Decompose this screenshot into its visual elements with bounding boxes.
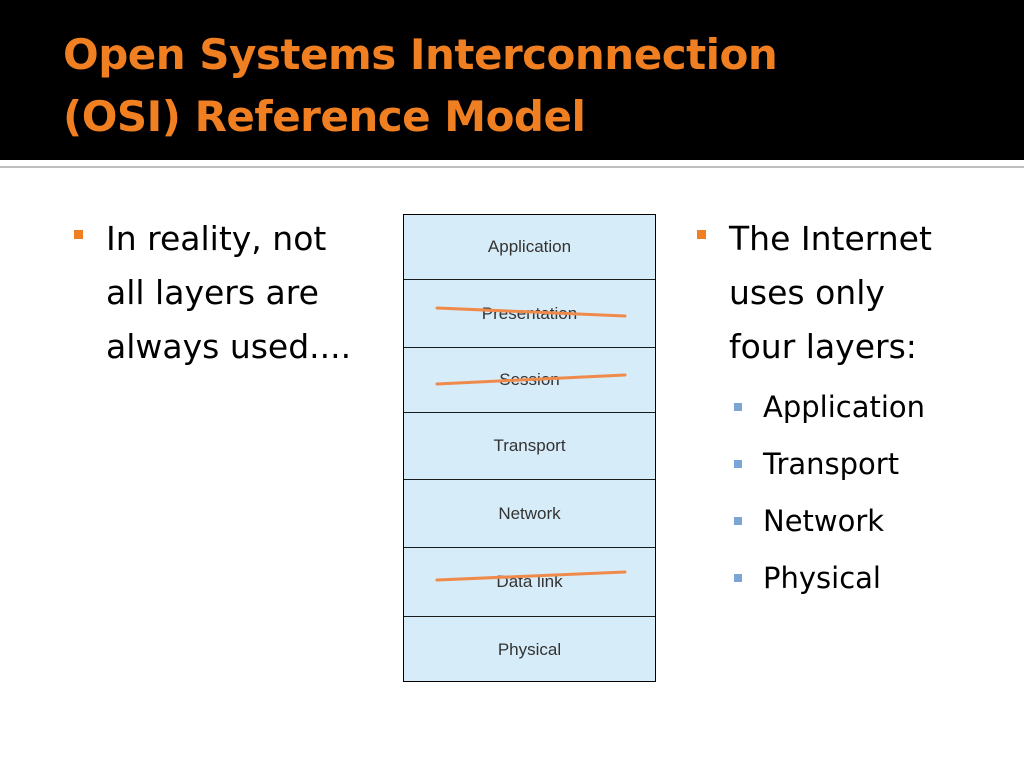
right-bullet: The Internet uses only four layers: (697, 212, 1007, 374)
sub-bullet-square-icon (734, 574, 742, 582)
sub-bullet-application: Application (734, 390, 925, 424)
sub-bullet-physical: Physical (734, 561, 881, 595)
sub-bullet-square-icon (734, 517, 742, 525)
title-separator (0, 160, 1024, 166)
sub-bullet-text: Physical (763, 561, 881, 595)
sub-bullet-network: Network (734, 504, 884, 538)
layer-network: Network (404, 479, 655, 547)
slide-title-line-1: Open Systems Interconnection (63, 30, 778, 79)
right-bullet-line-1: The Internet (729, 219, 932, 258)
left-bullet-line-2: all layers are (106, 273, 319, 312)
layer-transport: Transport (404, 412, 655, 479)
left-bullet-text: In reality, not all layers are always us… (106, 212, 351, 374)
sub-bullet-text: Application (763, 390, 926, 424)
bullet-square-icon (74, 230, 83, 239)
bullet-square-icon (697, 230, 706, 239)
right-bullet-line-3: four layers: (729, 327, 917, 366)
slide-title-line-2: (OSI) Reference Model (63, 92, 586, 141)
layer-session: Session (404, 347, 655, 412)
layer-presentation: Presentation (404, 279, 655, 347)
sub-bullet-square-icon (734, 403, 742, 411)
sub-bullet-text: Transport (763, 447, 900, 481)
left-bullet-line-3: always used.... (106, 327, 352, 366)
layer-application: Application (487, 237, 572, 256)
title-separator-shadow (0, 166, 1024, 168)
slide-title: Open Systems Interconnection (OSI) Refer… (63, 24, 778, 148)
title-bar (0, 0, 1024, 160)
right-bullet-text: The Internet uses only four layers: (729, 212, 932, 374)
left-bullet-line-1: In reality, not (106, 219, 327, 258)
sub-bullet-transport: Transport (734, 447, 899, 481)
left-bullet: In reality, not all layers are always us… (74, 212, 394, 374)
layer-data-link: Data link (404, 547, 655, 616)
sub-bullet-square-icon (734, 460, 742, 468)
layer-physical: Physical (404, 616, 655, 683)
sub-bullet-text: Network (763, 504, 885, 538)
right-bullet-line-2: uses only (729, 273, 885, 312)
osi-layer-stack: Application Presentation Session Transpo… (403, 214, 656, 682)
